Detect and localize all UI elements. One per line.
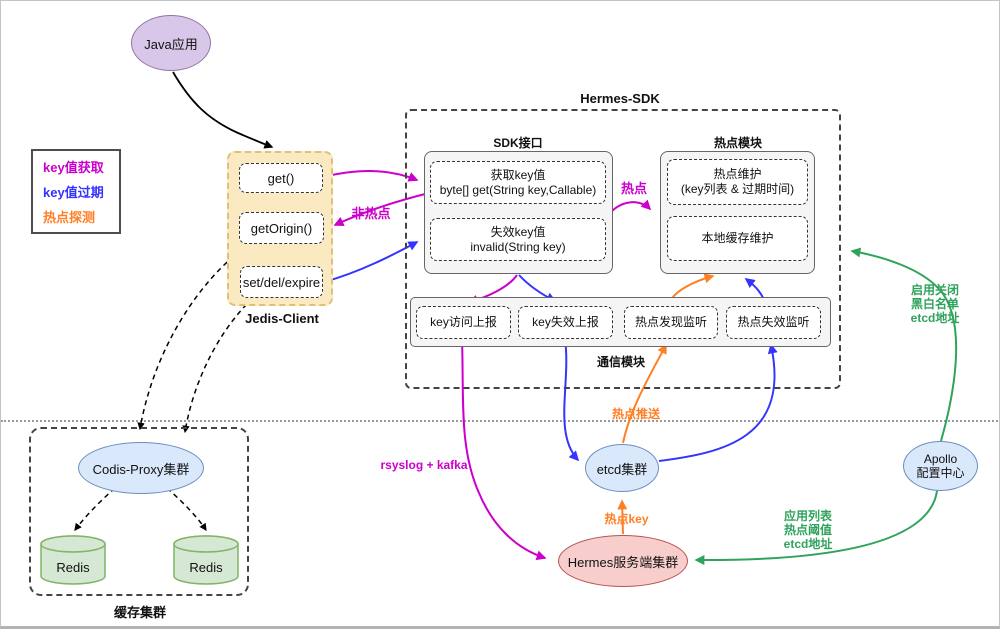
get-keyvalue-line1: 获取key值 [490,167,546,182]
apollo-sdk-label-line1: 启用关闭 [910,283,959,297]
apollo-label-line2: 配置中心 [916,466,965,480]
hotspot-module-title: 热点模块 [713,136,762,150]
key-access-report-label: key访问上报 [430,315,497,329]
hotspot-maintain-line1: 热点维护 [713,167,762,181]
cache-cluster-title: 缓存集群 [113,605,166,620]
legend-item-key-get: key值获取 [43,160,104,175]
local-cache-box: 本地缓存维护 [667,216,808,261]
getorigin-method-label: getOrigin() [250,220,313,236]
cache-cluster-box [29,427,249,596]
hotspot-maintain-box: 热点维护 (key列表 & 过期时间) [667,159,808,205]
legend-item-key-expire: key值过期 [43,185,104,200]
get-method-box: get() [239,163,323,193]
hermes-sdk-box [405,109,841,389]
redis-left-node: Redis [40,534,106,586]
edge-label-apollo-server: 应用列表 热点阈值 etcd地址 [777,509,839,551]
edge-label-rsyslog-kafka: rsyslog + kafka [380,458,468,472]
invalid-keyvalue-box: 失效key值 invalid(String key) [430,218,606,261]
java-app-label: Java应用 [144,36,198,52]
client-server-divider [1,420,999,422]
hermes-server-label: Hermes服务端集群 [567,554,679,570]
key-invalid-report-box: key失效上报 [518,306,613,339]
sdk-interface-title: SDK接口 [493,136,543,150]
edge-label-apollo-sdk: 启用关闭 黑白名单 etcd地址 [904,283,966,325]
local-cache-label: 本地缓存维护 [701,231,774,245]
etcd-node: etcd集群 [585,444,659,492]
java-app-node: Java应用 [131,15,211,71]
get-keyvalue-line2: byte[] get(String key,Callable) [439,182,597,197]
codis-proxy-node: Codis-Proxy集群 [78,442,204,494]
hot-invalid-listen-label: 热点失效监听 [737,315,810,329]
legend-item-hotspot: 热点探测 [43,210,96,225]
hot-discover-listen-label: 热点发现监听 [634,315,707,329]
hermes-server-node: Hermes服务端集群 [558,535,688,587]
hotspot-maintain-line2: (key列表 & 过期时间) [680,182,795,196]
legend-box: key值获取 key值过期 热点探测 [31,149,121,234]
invalid-keyvalue-line2: invalid(String key) [470,239,566,254]
edge-label-hot: 热点 [620,181,647,196]
apollo-sdk-label-line2: 黑白名单 [910,297,959,311]
setdelexpire-method-label: set/del/expire [242,274,321,290]
comm-module-title: 通信模块 [596,355,645,369]
apollo-label-line1: Apollo [923,452,958,466]
redis-right-label: Redis [189,560,223,575]
invalid-keyvalue-line1: 失效key值 [490,224,546,239]
edge-label-hot-push: 热点推送 [611,407,660,421]
jedis-client-label: Jedis-Client [245,311,319,326]
edge-java-to-jedis [172,71,274,149]
apollo-server-label-line1: 应用列表 [783,509,832,523]
redis-right-node: Redis [173,534,239,586]
apollo-server-label-line3: etcd地址 [783,537,833,551]
setdelexpire-method-box: set/del/expire [240,266,323,298]
get-method-label: get() [267,170,295,186]
redis-right-cylinder [173,535,239,585]
codis-proxy-label: Codis-Proxy集群 [92,461,190,477]
hot-discover-listen-box: 热点发现监听 [624,306,718,339]
redis-left-label: Redis [56,560,90,575]
hermes-sdk-title: Hermes-SDK [580,91,660,106]
getorigin-method-box: getOrigin() [239,212,324,244]
edge-get-to-getkey [322,170,419,182]
edge-label-not-hot: 非热点 [351,206,391,221]
edge-label-hot-key: 热点key [604,512,649,526]
redis-left-cylinder [40,535,106,585]
apollo-sdk-label-line3: etcd地址 [910,311,960,325]
apollo-node: Apollo 配置中心 [903,441,978,491]
etcd-label: etcd集群 [596,461,648,477]
key-invalid-report-label: key失效上报 [532,315,599,329]
get-keyvalue-box: 获取key值 byte[] get(String key,Callable) [430,161,606,204]
key-access-report-box: key访问上报 [416,306,511,339]
edge-setdel-to-invalid [323,241,419,283]
edge-apollo-to-sdk [850,247,958,442]
apollo-server-label-line2: 热点阈值 [783,523,832,537]
hot-invalid-listen-box: 热点失效监听 [726,306,821,339]
